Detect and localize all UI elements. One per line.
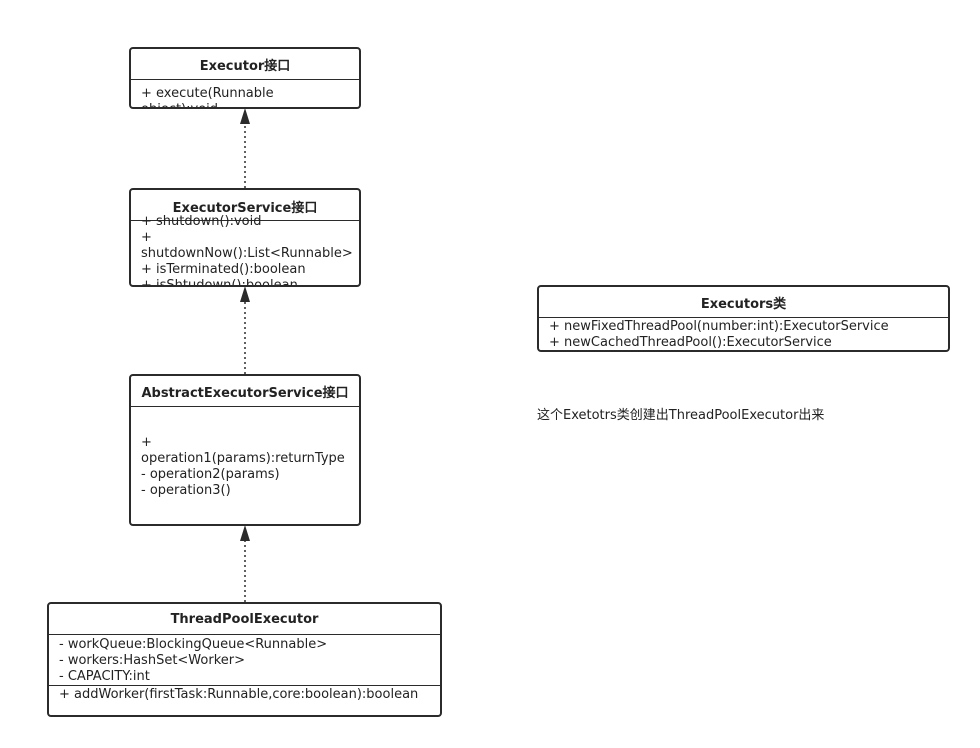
threadpoolexecutor-title: ThreadPoolExecutor xyxy=(49,604,440,635)
method-line: shutdownNow():List<Runnable> xyxy=(141,246,353,261)
arrowhead-icon xyxy=(240,525,250,541)
abstractexecutorservice-box[interactable]: AbstractExecutorService接口 + operation1(p… xyxy=(129,374,361,526)
field-line: - workQueue:BlockingQueue<Runnable> xyxy=(59,637,328,652)
executor-methods: + execute(Runnable object):void xyxy=(131,80,359,107)
method-line: + newCachedThreadPool():ExecutorService xyxy=(549,335,832,350)
method-line: + isTerminated():boolean xyxy=(141,262,306,277)
executorservice-title: ExecutorService接口 xyxy=(131,190,359,221)
arrowhead-icon xyxy=(240,108,250,124)
method-line: + addWorker(firstTask:Runnable,core:bool… xyxy=(59,687,419,702)
abstractexecutorservice-title: AbstractExecutorService接口 xyxy=(131,376,359,407)
field-line: - workers:HashSet<Worker> xyxy=(59,653,245,668)
executor-interface-box[interactable]: Executor接口 + execute(Runnable object):vo… xyxy=(129,47,361,109)
executors-methods: + newFixedThreadPool(number:int):Executo… xyxy=(539,318,948,350)
method-line: - operation3() xyxy=(141,483,231,498)
method-line: + execute(Runnable object):void xyxy=(141,86,274,107)
edge-executorservice-to-executor xyxy=(240,108,250,188)
method-line: operation1(params):returnType xyxy=(141,451,345,466)
threadpoolexecutor-box[interactable]: ThreadPoolExecutor - workQueue:BlockingQ… xyxy=(47,602,442,717)
executorservice-interface-box[interactable]: ExecutorService接口 + shutdown():void + sh… xyxy=(129,188,361,287)
diagram-note: 这个Exetotrs类创建出ThreadPoolExecutor出来 xyxy=(537,408,825,423)
arrowhead-icon xyxy=(240,286,250,302)
field-line: - CAPACITY:int xyxy=(59,669,150,684)
executor-title: Executor接口 xyxy=(131,49,359,80)
method-line: - operation2(params) xyxy=(141,467,280,482)
threadpoolexecutor-methods: + addWorker(firstTask:Runnable,core:bool… xyxy=(49,685,440,703)
executors-title: Executors类 xyxy=(539,287,948,318)
method-line: + newFixedThreadPool(number:int):Executo… xyxy=(549,319,889,334)
method-line: + xyxy=(141,230,152,245)
edge-threadpool-to-abstract xyxy=(240,525,250,602)
method-line: + shutdown():void xyxy=(141,214,262,229)
abstractexecutorservice-methods: + operation1(params):returnType - operat… xyxy=(131,407,359,499)
executors-class-box[interactable]: Executors类 + newFixedThreadPool(number:i… xyxy=(537,285,950,352)
executorservice-methods: + shutdown():void + shutdownNow():List<R… xyxy=(131,214,359,287)
threadpoolexecutor-fields: - workQueue:BlockingQueue<Runnable> - wo… xyxy=(49,635,440,685)
method-line: + xyxy=(141,435,152,450)
edge-abstract-to-executorservice xyxy=(240,286,250,374)
method-line: + isShtudown():boolean xyxy=(141,278,298,287)
